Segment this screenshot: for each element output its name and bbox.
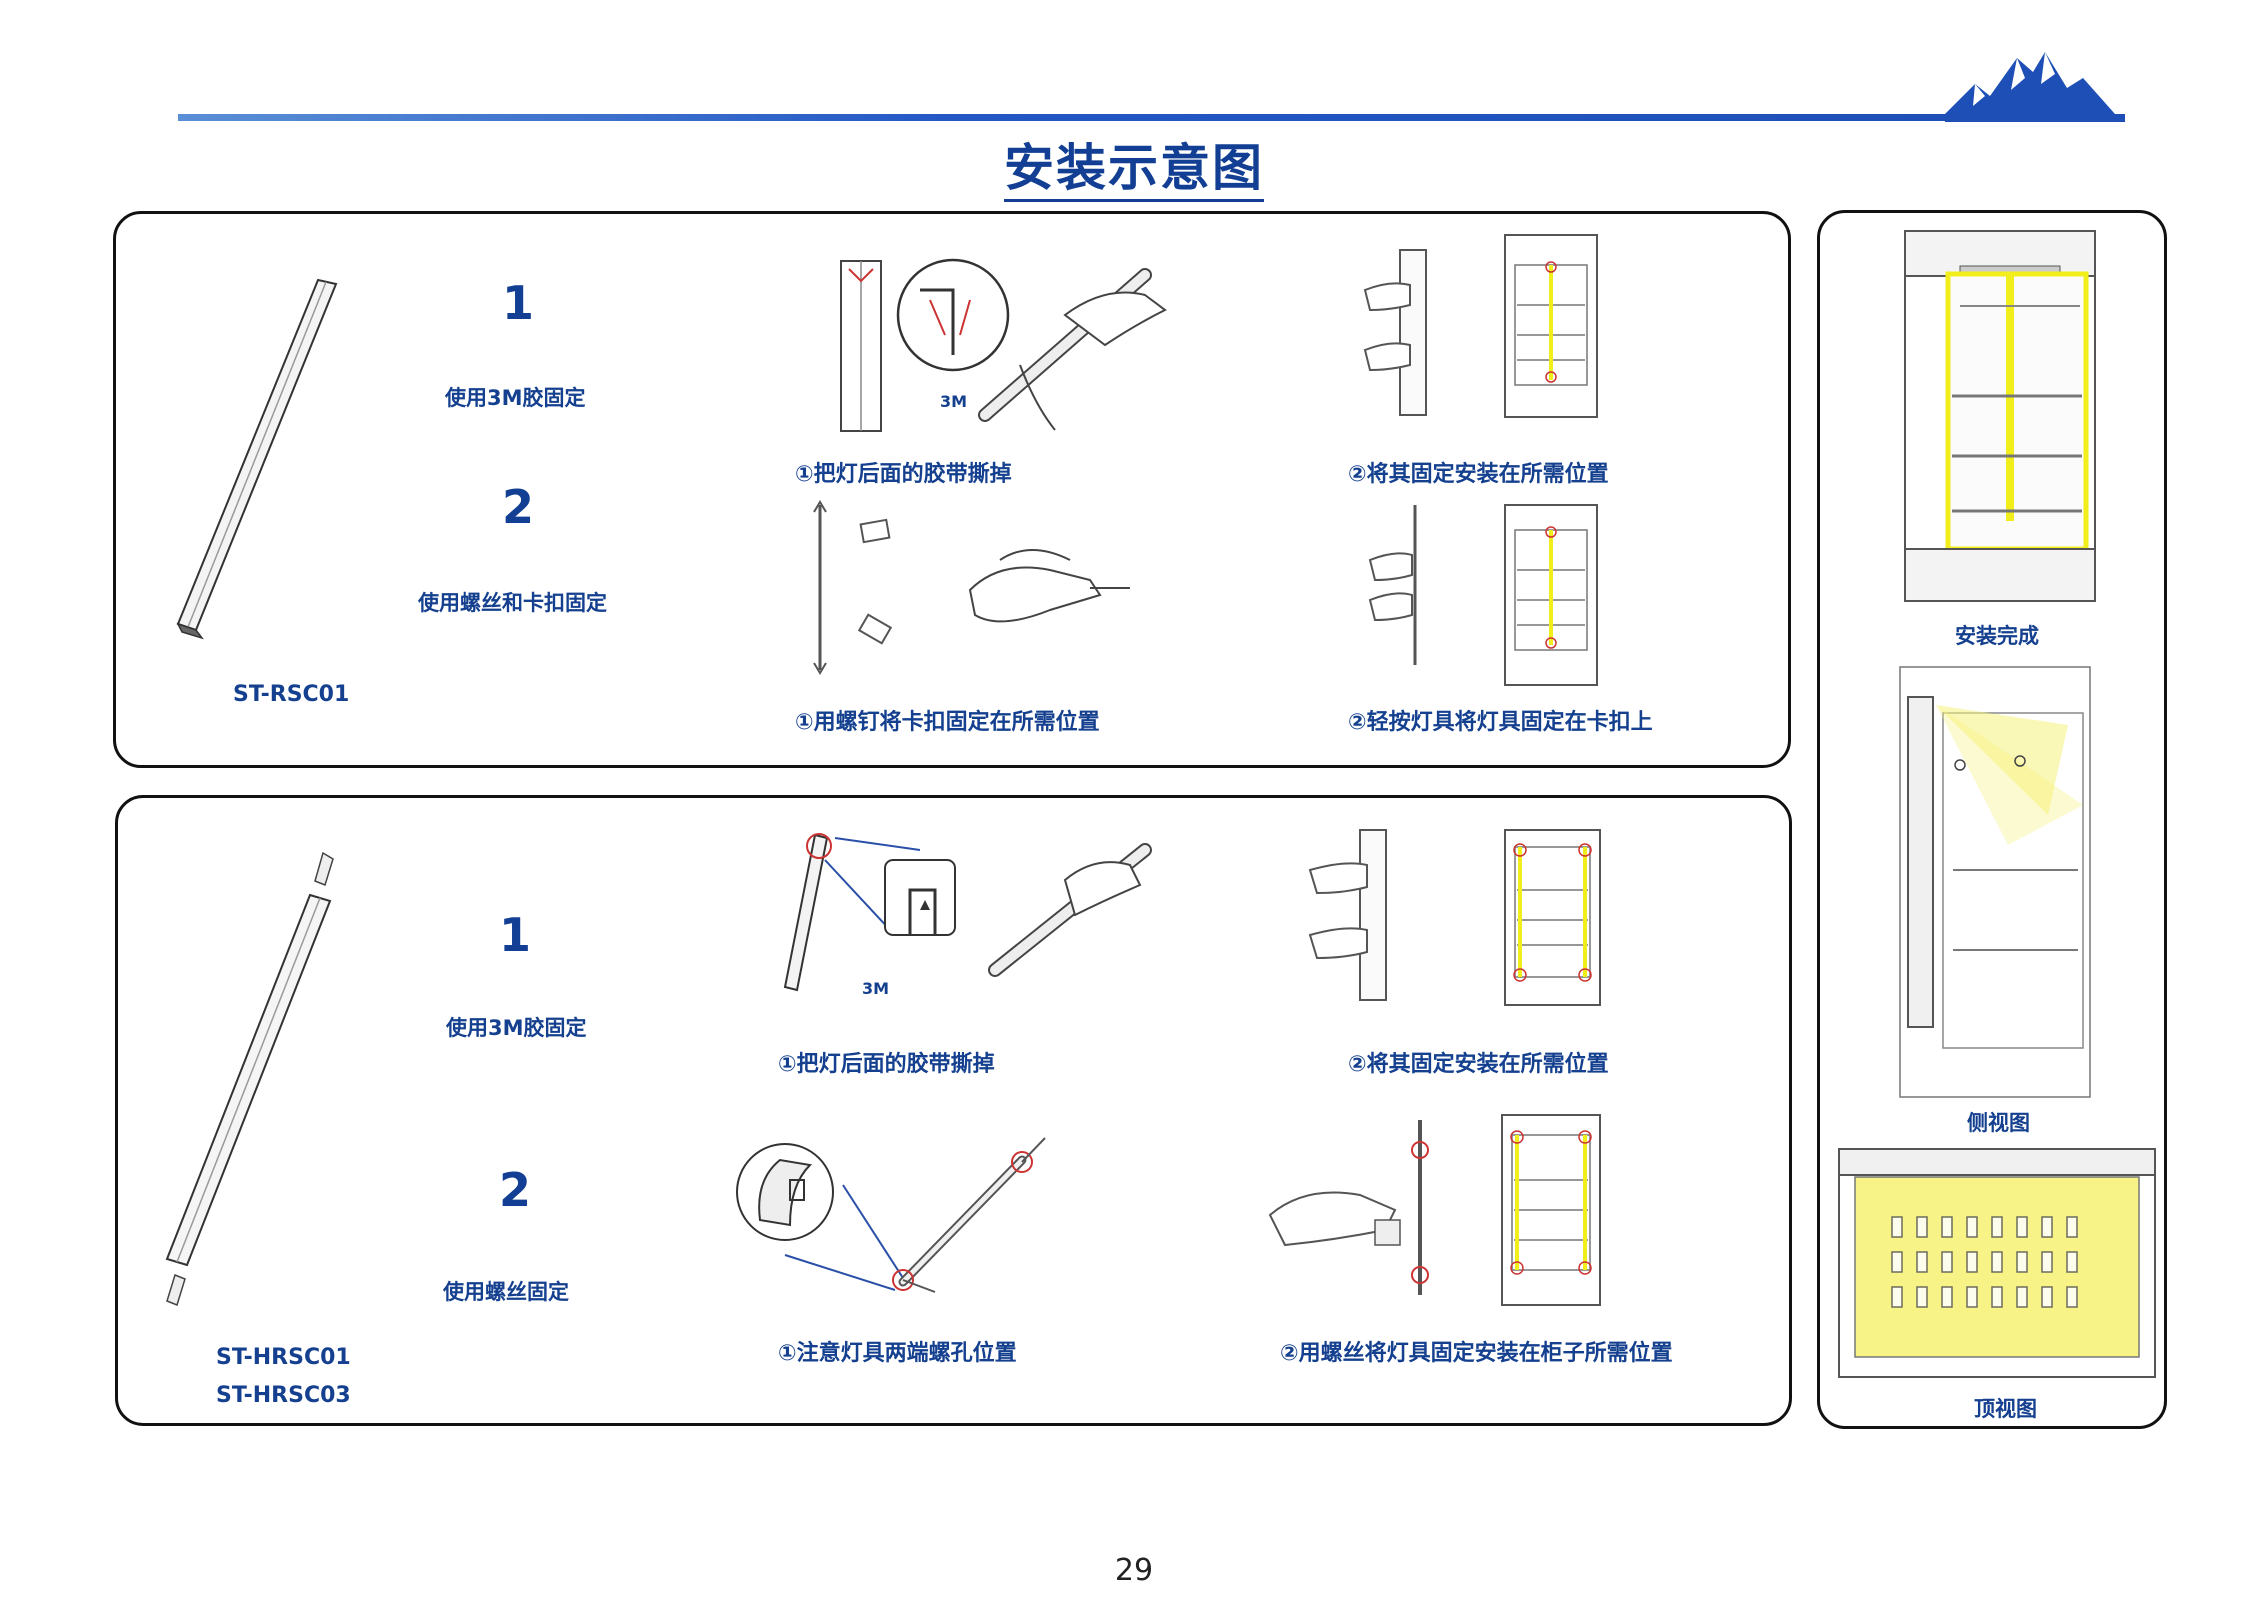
model-label: ST-HRSC03 [216,1383,351,1408]
view-caption: 侧视图 [1967,1111,2030,1135]
mount-lamp-illustration [1363,234,1598,418]
method-label: 使用螺丝固定 [443,1280,569,1304]
installed-fridge-illustration [1904,229,2096,602]
step-caption: ②用螺丝将灯具固定安装在柜子所需位置 [1280,1341,1673,1366]
model-label: ST-HRSC01 [216,1345,351,1370]
mount-lamp-illustration [1308,829,1601,1006]
model-label: ST-RSC01 [233,682,350,707]
step-caption: ②将其固定安装在所需位置 [1348,1052,1609,1077]
view-caption: 安装完成 [1955,624,2039,648]
header-rule [178,114,2118,121]
peel-tape-illustration [783,833,1152,992]
page-number: 29 [1114,1553,1154,1588]
top-view-illustration [1838,1148,2156,1378]
panel-result-views [1817,210,2167,1429]
method-number: 1 [498,908,531,962]
peel-tape-illustration [840,258,1167,432]
step-caption: ①把灯后面的胶带撕掉 [795,462,1012,487]
method-label: 使用3M胶固定 [445,386,586,410]
view-caption: 顶视图 [1974,1397,2037,1421]
step-caption: ①把灯后面的胶带撕掉 [778,1052,995,1077]
step-caption: ①用螺钉将卡扣固定在所需位置 [795,710,1100,735]
tape-mark: 3M [940,392,968,411]
method-number: 2 [501,480,534,534]
page-title: 安装示意图 [0,128,2268,202]
step-caption: ②轻按灯具将灯具固定在卡扣上 [1348,710,1653,735]
panel-st-hrsc [115,795,1792,1426]
mountain-logo-icon [1945,52,2125,122]
press-lamp-illustration [1368,504,1598,686]
screw-hole-illustration [736,1137,1046,1293]
panel-st-rsc01 [113,211,1791,768]
method-number: 1 [501,276,534,330]
method-label: 使用螺丝和卡扣固定 [418,591,607,615]
step-caption: ①注意灯具两端螺孔位置 [778,1341,1017,1366]
clip-screw-illustration [813,500,1130,675]
side-view-illustration [1899,666,2091,1098]
step-caption: ②将其固定安装在所需位置 [1348,462,1609,487]
lamp-st-rsc01-illustration [176,278,338,640]
screw-mount-illustration [1268,1114,1601,1306]
lamp-st-hrsc-illustration [165,851,334,1306]
method-label: 使用3M胶固定 [446,1016,587,1040]
tape-mark: 3M [862,979,890,998]
method-number: 2 [498,1163,531,1217]
